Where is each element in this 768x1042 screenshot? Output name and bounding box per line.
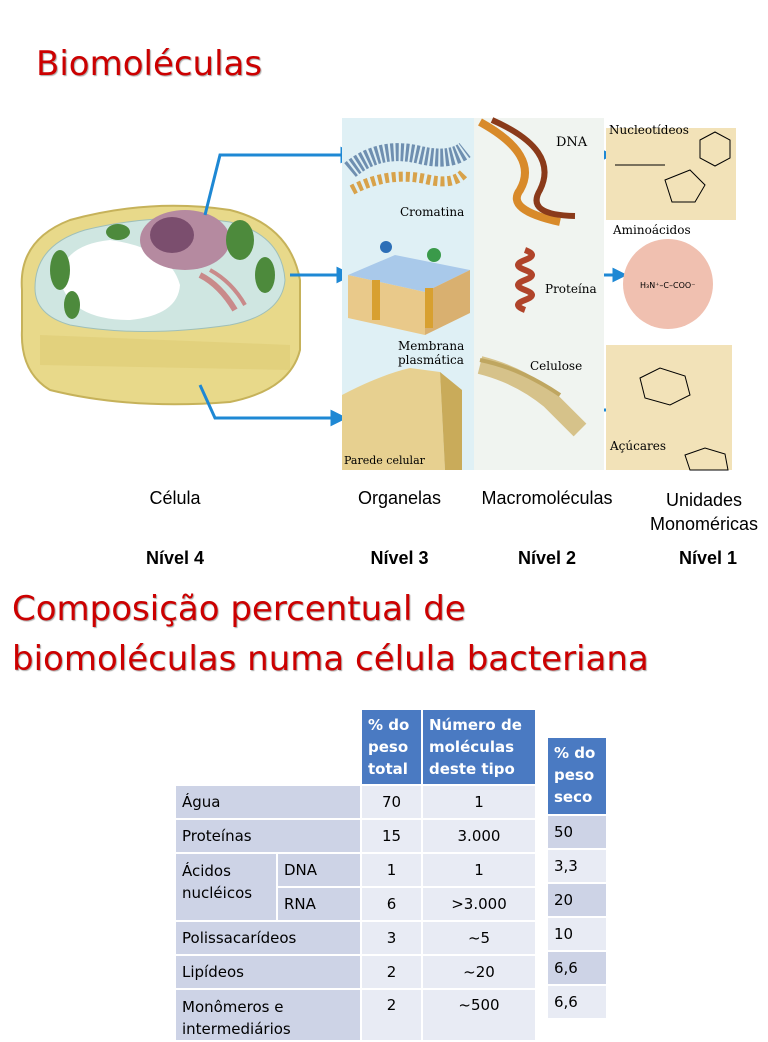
protein-illustration xyxy=(515,247,535,313)
dry-cell: 20 xyxy=(548,884,606,916)
amino-acid-sphere xyxy=(623,239,713,329)
dry-cell: 10 xyxy=(548,918,606,950)
nucleotide-panel xyxy=(606,128,736,220)
table-row: RNA 6 >3.000 xyxy=(175,886,537,922)
membrane-illustration xyxy=(348,241,470,335)
level-2: Nível 2 xyxy=(517,548,577,568)
table-row: Água 70 1 xyxy=(174,784,537,820)
label-nucleotideos: Nucleotídeos xyxy=(609,123,689,137)
dry-cell: 6,6 xyxy=(548,952,606,984)
nucleotide-structure xyxy=(615,131,731,203)
label-parede-celular: Parede celular xyxy=(344,454,426,467)
label-proteina: Proteína xyxy=(545,282,597,296)
biomolecule-hierarchy-diagram: Cromatina Membrana plasmática Parede cel… xyxy=(20,117,736,471)
label-celulose: Celulose xyxy=(530,359,582,373)
label-dna: DNA xyxy=(556,135,588,150)
label-membrana-2: plasmática xyxy=(398,353,464,367)
level-name-unidades: Unidades Monoméricas xyxy=(640,488,768,536)
sugar-panel xyxy=(606,345,732,470)
table-row: Polissacarídeos 3 ~5 xyxy=(174,920,537,956)
cellulose-illustration xyxy=(477,356,587,437)
dry-cell: 3,3 xyxy=(548,850,606,882)
plant-cell-illustration xyxy=(20,204,301,406)
level-4: Nível 4 xyxy=(145,548,205,568)
dry-cell: 6,6 xyxy=(548,986,606,1018)
chromatin-illustration xyxy=(344,142,471,195)
level-name-unidades-2: Monoméricas xyxy=(649,514,759,534)
amino-acid-formula: H₃N⁺–C–COO⁻ xyxy=(640,281,695,290)
level-3: Nível 3 xyxy=(370,548,429,568)
label-cromatina: Cromatina xyxy=(400,205,464,219)
table-row: Proteínas 15 3.000 xyxy=(174,818,537,854)
composition-title: Composição percentual de biomoléculas nu… xyxy=(12,589,649,679)
label-membrana-1: Membrana xyxy=(398,339,464,353)
level-1: Nível 1 xyxy=(678,548,738,568)
macromolecule-panel xyxy=(474,118,604,470)
cell-wall-illustration xyxy=(342,368,462,470)
label-acucares: Açúcares xyxy=(609,439,666,453)
slide-title: Biomoléculas xyxy=(36,44,263,84)
sugar-structure xyxy=(639,367,729,471)
level-name-unidades-1: Unidades xyxy=(665,490,743,510)
label-aminoacidos: Aminoácidos xyxy=(612,223,691,237)
level-name-celula: Célula xyxy=(149,488,201,508)
dna-illustration xyxy=(478,117,576,226)
table-row: Lipídeos 2 ~20 xyxy=(174,954,537,990)
level-name-macromoleculas: Macromoléculas xyxy=(481,488,613,508)
level-name-organelas: Organelas xyxy=(357,488,442,508)
dry-cell: 50 xyxy=(548,816,606,848)
